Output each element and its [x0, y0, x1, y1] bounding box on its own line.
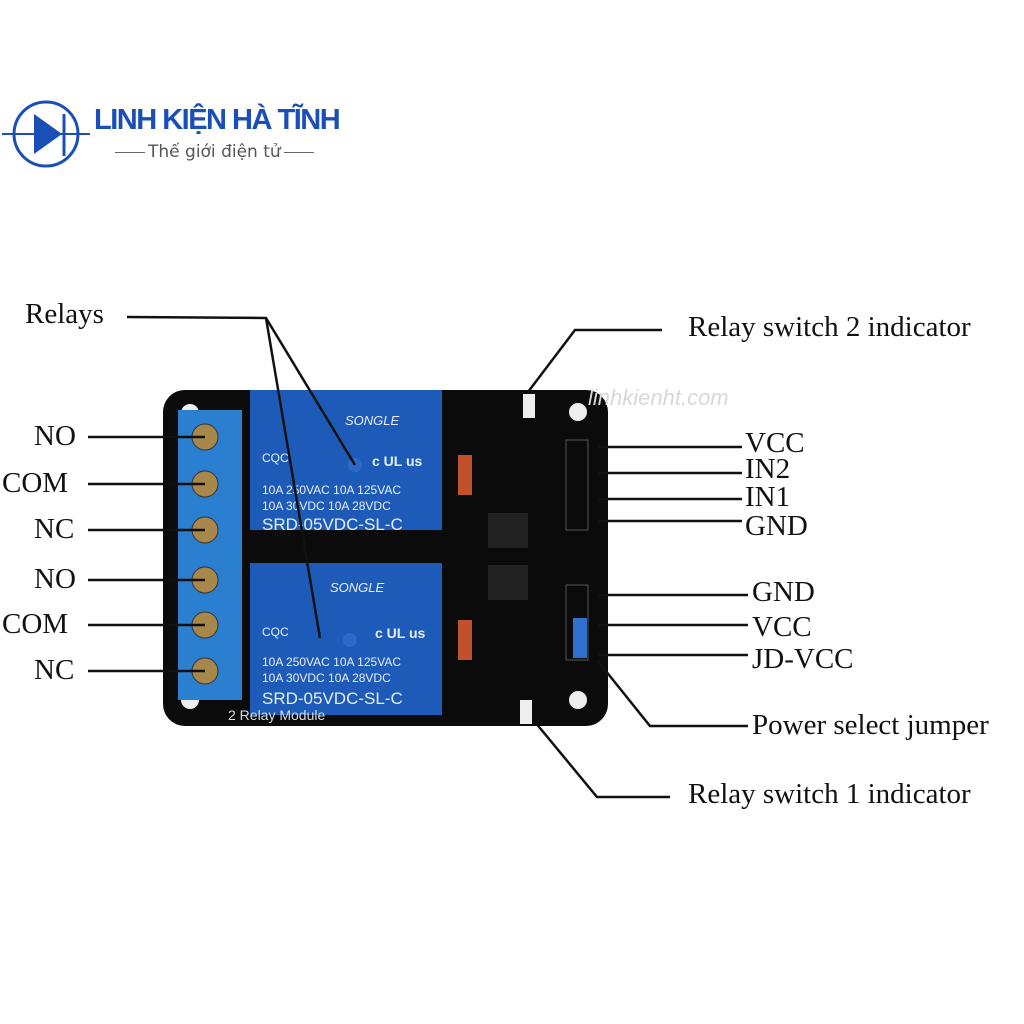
components: [458, 394, 589, 724]
jumper-cap: [573, 618, 587, 658]
label-in1: IN1: [745, 481, 791, 513]
svg-text:CQC: CQC: [262, 625, 289, 639]
relay-1: SONGLE CQC c UL us 10A 250VAC 10A 125VAC…: [250, 563, 442, 715]
label-com-1: COM: [2, 608, 69, 640]
svg-text:10A 250VAC 10A 125VAC: 10A 250VAC 10A 125VAC: [262, 483, 401, 497]
label-jd-vcc: JD-VCC: [752, 643, 854, 675]
svg-text:10A 250VAC 10A 125VAC: 10A 250VAC 10A 125VAC: [262, 655, 401, 669]
svg-text:10A 30VDC 10A 28VDC: 10A 30VDC 10A 28VDC: [262, 499, 391, 513]
label-power-jumper: Power select jumper: [752, 709, 989, 741]
svg-text:c UL us: c UL us: [372, 453, 423, 469]
terminal-block: [178, 410, 242, 700]
relay-brand: SONGLE: [345, 413, 400, 428]
svg-text:SRD-05VDC-SL-C: SRD-05VDC-SL-C: [262, 515, 403, 534]
label-gnd-power: GND: [752, 576, 815, 608]
svg-text:SRD-05VDC-SL-C: SRD-05VDC-SL-C: [262, 689, 403, 708]
svg-text:SONGLE: SONGLE: [330, 580, 385, 595]
label-vcc-power: VCC: [752, 611, 812, 643]
label-nc-2: NC: [34, 513, 75, 545]
led-1: [520, 700, 532, 724]
label-relay2-indicator: Relay switch 2 indicator: [688, 311, 971, 343]
svg-text:10A 30VDC 10A 28VDC: 10A 30VDC 10A 28VDC: [262, 671, 391, 685]
logo-title: LINH KIỆN HÀ TĨNH: [94, 104, 341, 136]
label-gnd-in: GND: [745, 510, 808, 542]
label-vcc-in: VCC: [745, 427, 805, 459]
label-relay1-indicator: Relay switch 1 indicator: [688, 778, 971, 810]
relay-2: SONGLE CQC c UL us 10A 250VAC 10A 125VAC…: [250, 390, 442, 534]
led-2: [523, 394, 535, 418]
label-relays: Relays: [25, 298, 104, 330]
svg-text:CQC: CQC: [262, 451, 289, 465]
svg-text:c UL us: c UL us: [375, 625, 426, 641]
label-com-2: COM: [2, 467, 69, 499]
watermark: linhkienht.com: [588, 385, 729, 410]
diode-logo-icon: [2, 100, 90, 168]
leader-lines: [88, 315, 748, 799]
silkscreen: 2 Relay Module: [228, 707, 325, 723]
label-no-2: NO: [34, 420, 76, 452]
label-no-1: NO: [34, 563, 76, 595]
label-in2: IN2: [745, 453, 791, 485]
label-nc-1: NC: [34, 654, 75, 686]
logo-subtitle: Thế giới điện tử: [112, 142, 317, 162]
